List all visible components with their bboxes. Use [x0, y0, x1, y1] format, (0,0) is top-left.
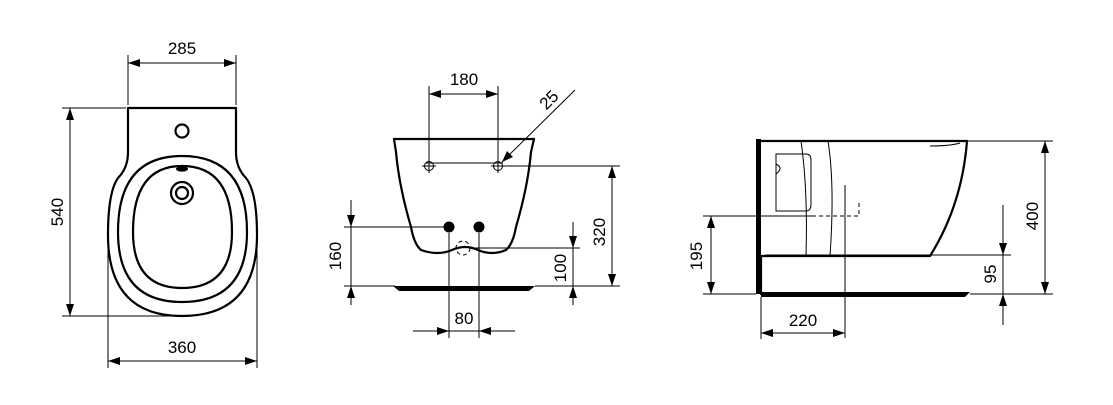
waste-pipe: [812, 202, 860, 217]
side-view: 195 400 95 220: [687, 139, 1053, 339]
arrow: [569, 286, 577, 298]
arrow: [833, 329, 845, 337]
top-view-outline: [106, 106, 259, 318]
overflow-slot: [176, 166, 188, 172]
dim-540-label: 540: [48, 198, 67, 226]
dim-25-label: 25: [536, 87, 563, 114]
arrow: [224, 59, 236, 67]
dim-100-label: 100: [551, 254, 570, 282]
dim-360-label: 360: [168, 338, 196, 357]
tap-hole: [174, 123, 190, 139]
inner-curve: [827, 140, 833, 257]
arrow: [608, 274, 616, 286]
dim-160-label: 160: [326, 242, 345, 270]
dim-285-label: 285: [168, 39, 196, 58]
dim-80-label: 80: [455, 309, 474, 328]
top-view-inner-bowl: [131, 164, 234, 290]
arrow: [608, 166, 616, 178]
drain-inner: [174, 185, 190, 201]
arrow: [999, 294, 1007, 306]
dim-220-label: 220: [789, 311, 817, 330]
arrow: [479, 327, 491, 335]
top-view: 285 540 360: [48, 39, 259, 368]
top-view-bowl: [116, 154, 249, 304]
arrow: [502, 151, 513, 162]
arrow: [429, 90, 441, 98]
dim-95-label: 95: [981, 265, 1000, 284]
arrow: [128, 59, 140, 67]
arrow: [1041, 141, 1049, 153]
rear-cavity: [775, 153, 812, 212]
inner-curve-2: [800, 140, 807, 257]
arrow: [437, 327, 449, 335]
arrow: [569, 236, 577, 248]
arrow: [761, 329, 773, 337]
front-view: 180 25 320 160 100 80: [326, 70, 620, 338]
arrow: [66, 304, 74, 316]
dim-25-leader: [501, 89, 576, 163]
floor-plate-side: [761, 292, 970, 297]
front-outline: [392, 137, 536, 255]
arrow: [66, 108, 74, 120]
arrow: [1041, 282, 1049, 294]
supply-point-right: [473, 221, 485, 233]
supply-point-left: [443, 221, 455, 233]
arrow: [347, 215, 355, 227]
side-inner-top: [929, 142, 961, 147]
arrow: [486, 90, 498, 98]
dim-400-label: 400: [1023, 202, 1042, 230]
dim-320-label: 320: [590, 218, 609, 246]
floor-plate: [393, 286, 535, 291]
arrow: [707, 216, 715, 228]
arrow: [108, 357, 120, 365]
arrow: [347, 286, 355, 298]
arrow: [999, 243, 1007, 255]
arrow: [245, 357, 257, 365]
rear-cavity-notch: [775, 163, 781, 175]
side-outline: [759, 139, 969, 258]
dim-195-label: 195: [687, 242, 706, 270]
drain-outer: [169, 180, 195, 206]
arrow: [707, 282, 715, 294]
dim-180-label: 180: [450, 70, 478, 89]
